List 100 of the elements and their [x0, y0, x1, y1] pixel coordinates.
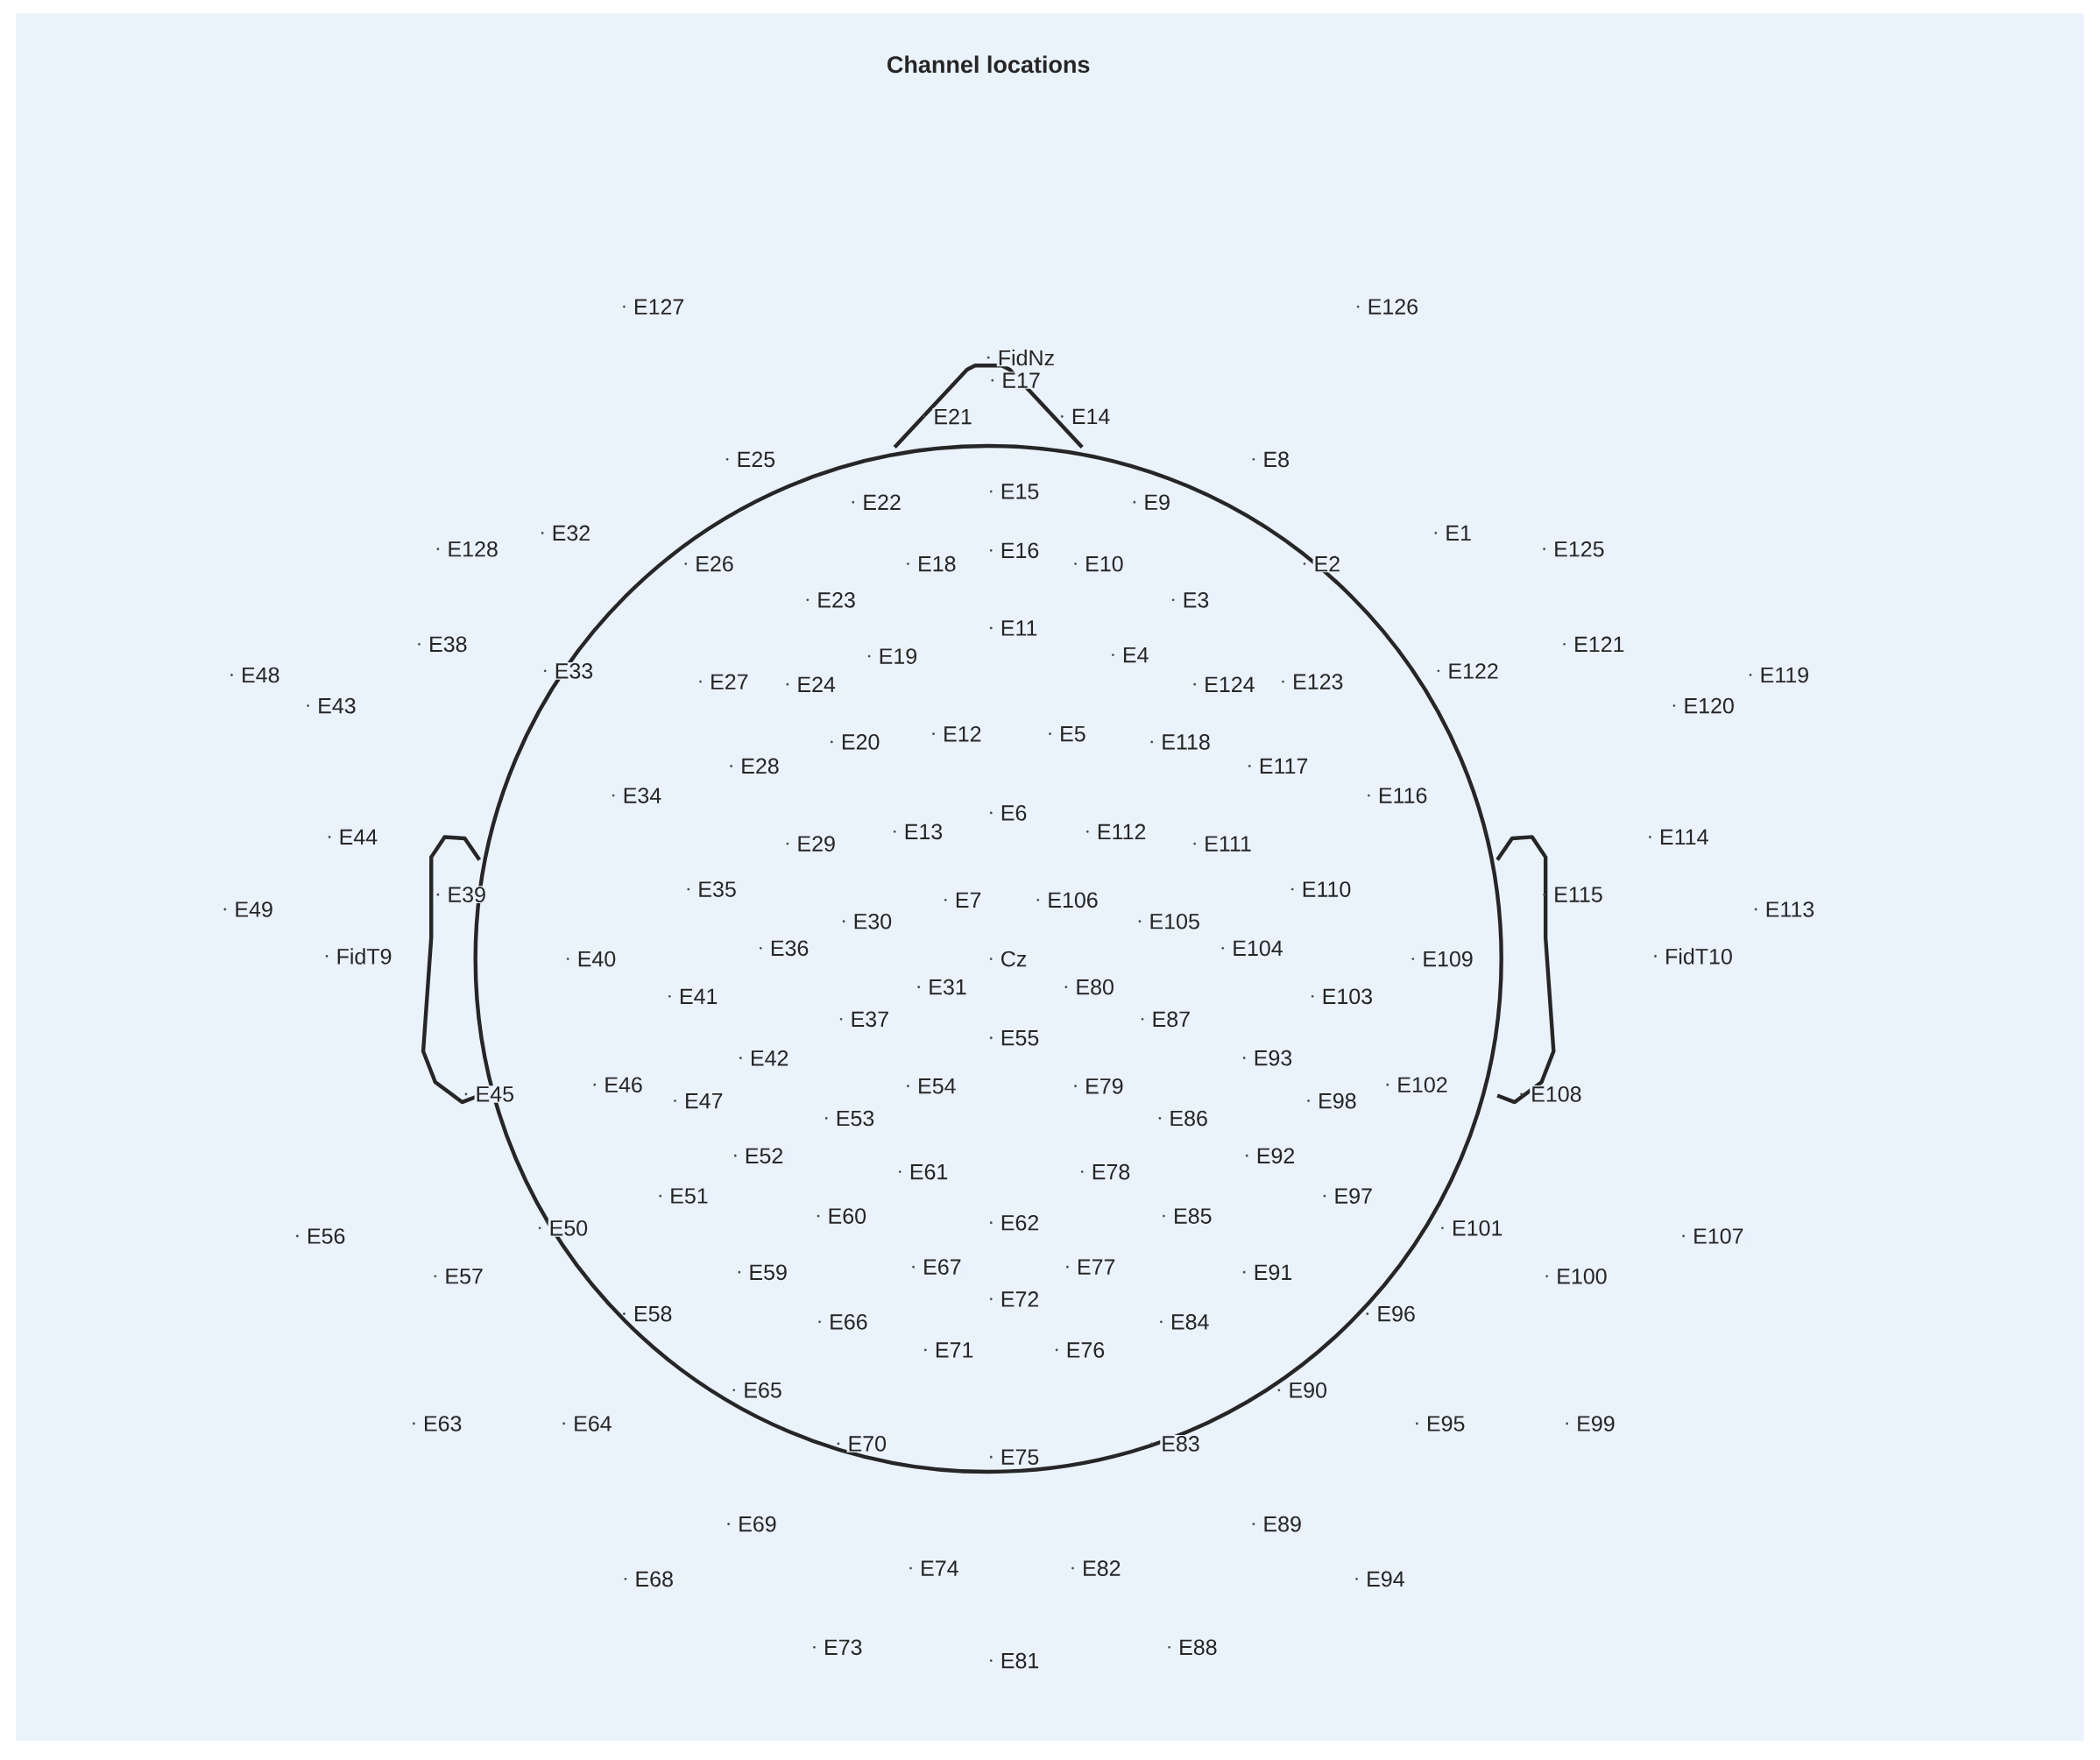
channel-label: E123 [1291, 673, 1345, 691]
channel-label: E47 [683, 1092, 725, 1110]
channel-label: E108 [1530, 1085, 1583, 1103]
channel-label: E38 [428, 635, 469, 654]
channel-label: E50 [548, 1219, 590, 1237]
channel-label: E71 [933, 1341, 975, 1359]
channel-label: E52 [743, 1147, 785, 1165]
channel-label: E26 [694, 555, 735, 573]
channel-label: E49 [233, 901, 274, 918]
channel-label: E67 [922, 1258, 963, 1276]
channel-label: E89 [1262, 1515, 1303, 1533]
channel-label: E109 [1421, 950, 1474, 968]
channel-label: E66 [828, 1313, 869, 1331]
channel-label: E105 [1148, 913, 1201, 930]
channel-label: E91 [1252, 1263, 1294, 1282]
channel-label: E80 [1074, 978, 1115, 996]
channel-label: E120 [1682, 696, 1736, 715]
channel-label: E116 [1376, 787, 1429, 805]
channel-label: FidT10 [1664, 947, 1734, 965]
channel-label: E34 [621, 787, 663, 805]
channel-label: E88 [1177, 1638, 1219, 1657]
channel-label: E11 [999, 619, 1039, 637]
channel-label: E124 [1203, 675, 1256, 694]
channel-label: E100 [1555, 1268, 1609, 1285]
channel-label: E3 [1181, 591, 1211, 609]
channel-label: E39 [446, 886, 487, 904]
channel-label: E18 [916, 555, 958, 573]
channel-label: E106 [1046, 891, 1099, 909]
channel-label: E21 [932, 407, 973, 426]
channel-label: E127 [632, 298, 686, 315]
chart-title: Channel locations [887, 55, 1090, 74]
channel-label: E19 [877, 647, 919, 666]
channel-label: E98 [1317, 1092, 1358, 1110]
channel-label: E43 [316, 696, 357, 715]
channel-label: E35 [696, 880, 738, 899]
channel-label: E16 [999, 541, 1041, 560]
channel-label: E64 [572, 1415, 613, 1432]
channel-label: E79 [1084, 1078, 1125, 1095]
channel-label: E85 [1172, 1207, 1213, 1226]
channel-label: E63 [421, 1415, 463, 1432]
channel-label: E51 [668, 1187, 710, 1205]
channel-label: E59 [747, 1263, 788, 1282]
channel-label: E48 [240, 666, 281, 684]
channel-label: E94 [1365, 1570, 1406, 1588]
channel-label: E55 [999, 1029, 1041, 1047]
channel-label: E42 [748, 1050, 790, 1067]
channel-label: E37 [849, 1010, 891, 1028]
channel-label: E31 [927, 978, 968, 996]
channel-label: E74 [919, 1559, 960, 1577]
channel-label: E126 [1366, 298, 1420, 316]
channel-label: E1 [1444, 524, 1473, 542]
channel-label: E72 [999, 1290, 1041, 1308]
channel-label: E84 [1170, 1313, 1211, 1331]
channel-label: FidNz [996, 349, 1057, 367]
channel-label: E4 [1121, 647, 1150, 664]
channel-label: E73 [823, 1638, 864, 1657]
channel-label: E23 [816, 591, 857, 609]
channel-label: E33 [553, 662, 595, 680]
channel-label: FidT9 [335, 947, 393, 965]
channel-label: E99 [1575, 1415, 1616, 1432]
channel-label: E121 [1573, 635, 1626, 654]
channel-label: E62 [999, 1214, 1041, 1232]
channel-label: E6 [999, 804, 1029, 822]
channel-label: E2 [1312, 555, 1342, 573]
channel-label: E20 [839, 733, 881, 751]
channel-label: E70 [846, 1435, 888, 1453]
channel-label: E69 [737, 1515, 778, 1533]
channel-label: E30 [852, 913, 894, 930]
channel-label: E10 [1084, 555, 1125, 573]
channel-label: E45 [474, 1085, 516, 1103]
channel-label: E107 [1692, 1227, 1745, 1245]
channel-label: E60 [826, 1207, 868, 1226]
channel-label: E15 [999, 483, 1041, 500]
channel-label: E56 [305, 1227, 347, 1245]
channel-label: E27 [709, 673, 750, 690]
channel-label: E76 [1064, 1341, 1107, 1359]
channel-label: E113 [1764, 901, 1816, 918]
channel-label: E36 [768, 939, 810, 958]
channel-label: E65 [742, 1382, 783, 1399]
channel-label: E29 [795, 835, 837, 853]
channel-label: E128 [446, 541, 499, 558]
channel-label: E86 [1168, 1109, 1209, 1127]
channel-label: E122 [1446, 662, 1500, 680]
channel-label: E83 [1160, 1435, 1201, 1453]
channel-label: E25 [735, 450, 777, 469]
channel-label: E111 [1203, 835, 1253, 852]
channel-label: E95 [1425, 1415, 1467, 1432]
channel-label: E9 [1142, 493, 1171, 512]
channel-label: E102 [1396, 1076, 1449, 1094]
channel-label: E118 [1160, 733, 1212, 751]
channel-label: E110 [1300, 880, 1353, 899]
channel-label: E8 [1262, 450, 1291, 469]
channel-label: E115 [1552, 886, 1604, 904]
channel-label: E13 [902, 823, 944, 841]
channel-label: E28 [739, 757, 781, 775]
channel-label: E125 [1552, 541, 1606, 558]
channel-label: E46 [603, 1076, 644, 1094]
channel-label: E101 [1451, 1219, 1504, 1237]
channel-label: E104 [1231, 939, 1284, 958]
channel-label: E90 [1287, 1382, 1328, 1399]
